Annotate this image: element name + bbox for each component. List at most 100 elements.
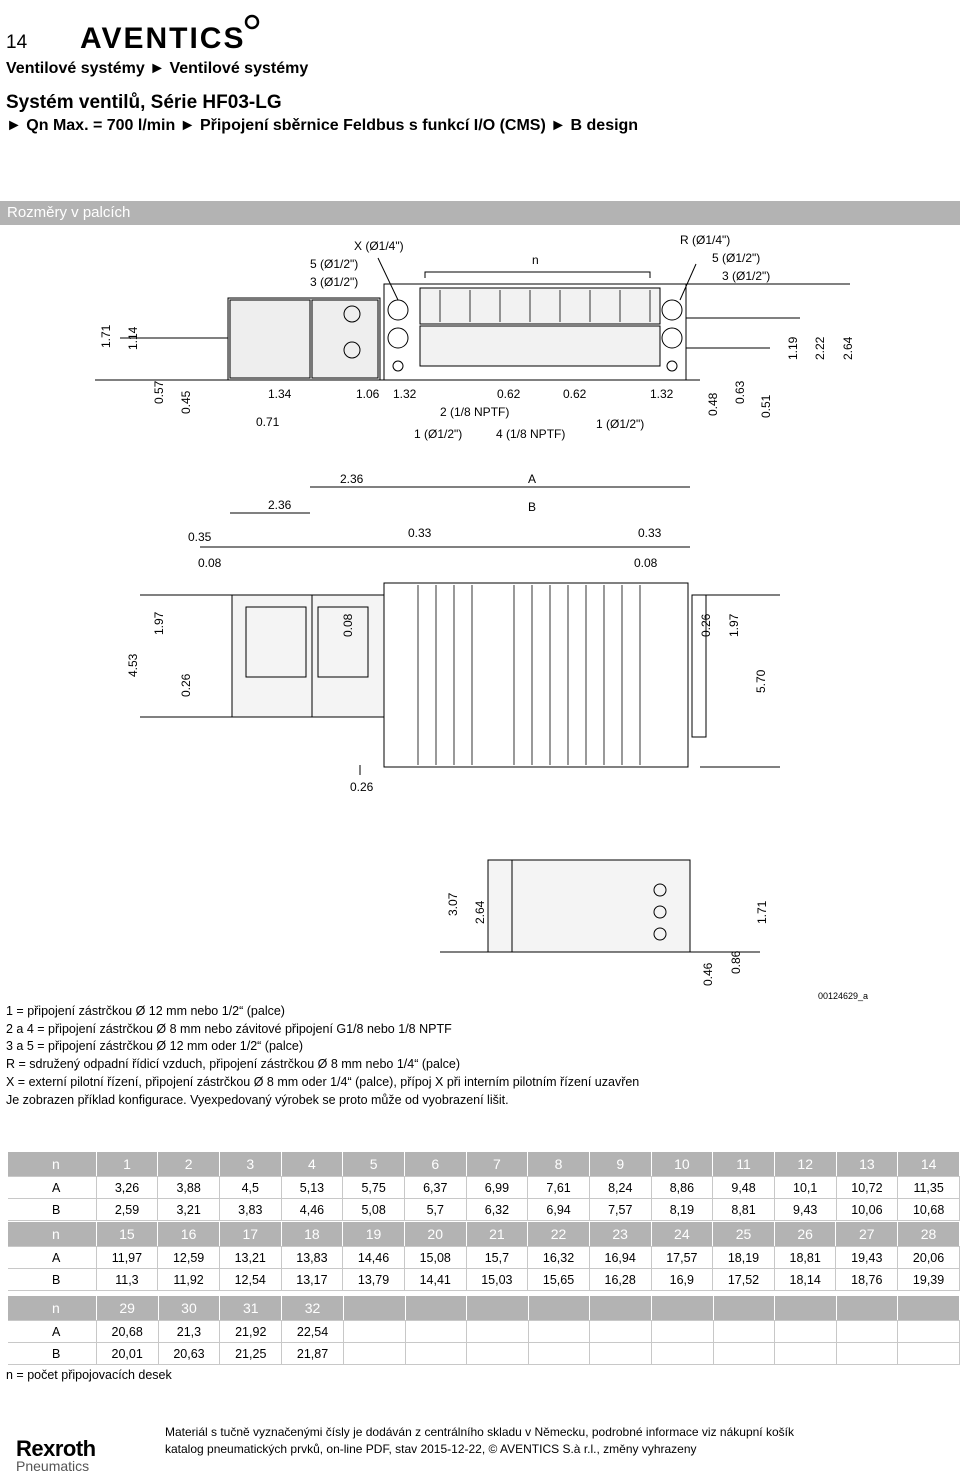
- table-cell: [897, 1296, 960, 1321]
- label-port1-right: 1 (Ø1/2"): [596, 417, 644, 431]
- table-cell: 3,88: [157, 1176, 220, 1199]
- row-header: B: [8, 1198, 97, 1221]
- table-cell: 4: [281, 1152, 344, 1177]
- table-cell: 12,59: [157, 1246, 220, 1269]
- legend: 1 = připojení zástrčkou Ø 12 mm nebo 1/2…: [6, 1003, 639, 1109]
- page-number: 14: [6, 32, 28, 53]
- dim-045: 0.45: [179, 390, 193, 414]
- dim-A: A: [528, 472, 536, 486]
- table-cell: 11: [712, 1152, 775, 1177]
- table-cell: 23: [589, 1222, 652, 1247]
- table-cell: 10,1: [774, 1176, 837, 1199]
- dim-026c: 0.26: [350, 780, 374, 794]
- legend-line: 3 a 5 = připojení zástrčkou Ø 12 mm oder…: [6, 1039, 304, 1054]
- table-cell: 10: [651, 1152, 714, 1177]
- table-cell: 5,7: [404, 1198, 467, 1221]
- dim-171: 1.71: [99, 324, 113, 348]
- table-cell: 31: [219, 1296, 283, 1321]
- dim-057: 0.57: [152, 380, 166, 404]
- table-cell: 8,86: [651, 1176, 714, 1199]
- dim-453: 4.53: [126, 653, 140, 677]
- table-cell: [528, 1320, 591, 1343]
- row-header: n: [8, 1152, 97, 1177]
- table-cell: 22,54: [281, 1320, 344, 1343]
- table-cell: 10,06: [836, 1198, 899, 1221]
- table-cell: [466, 1320, 529, 1343]
- table-cell: 8,24: [589, 1176, 652, 1199]
- dim-063: 0.63: [733, 380, 747, 404]
- table-cell: [713, 1320, 776, 1343]
- table-cell: [528, 1296, 591, 1321]
- table-cell: [405, 1320, 468, 1343]
- table-cell: 17,52: [712, 1268, 775, 1291]
- table-cell: 6,32: [466, 1198, 529, 1221]
- page-title: Systém ventilů, Série HF03-LG: [6, 92, 282, 113]
- table-cell: 9,48: [712, 1176, 775, 1199]
- table-cell: 4,5: [219, 1176, 282, 1199]
- table-cell: 28: [897, 1222, 960, 1247]
- table-cell: 17,57: [651, 1246, 714, 1269]
- table-cell: 18,76: [835, 1268, 899, 1291]
- dim-008c: 0.08: [341, 613, 355, 637]
- front-view-drawing: 2.36 2.36 A B 0.35 0.33 0.33 0.08 0.08 0…: [126, 472, 780, 794]
- table-cell: 11,92: [157, 1268, 220, 1291]
- table-cell: [651, 1296, 714, 1321]
- row-header: A: [8, 1176, 97, 1199]
- table-cell: [589, 1342, 652, 1365]
- dim-236a: 2.36: [340, 472, 364, 486]
- table-cell: [589, 1296, 652, 1321]
- dim-197a: 1.97: [152, 611, 166, 635]
- table-cell: [405, 1342, 468, 1365]
- table-cell: 1: [96, 1152, 159, 1177]
- table-cell: 32: [281, 1296, 344, 1321]
- legend-line: 2 a 4 = připojení zástrčkou Ø 8 mm nebo …: [6, 1021, 452, 1036]
- table-cell: [466, 1342, 529, 1365]
- table-cell: 7,57: [589, 1198, 652, 1221]
- table-cell: 30: [158, 1296, 221, 1321]
- label-port3-left: 3 (Ø1/2"): [310, 275, 358, 289]
- table-cell: 15,65: [527, 1268, 590, 1291]
- table-cell: 6,37: [404, 1176, 467, 1199]
- table-cell: 9: [589, 1152, 652, 1177]
- table-cell: 27: [835, 1222, 899, 1247]
- table-cell: 13,79: [342, 1268, 405, 1291]
- dim-171b: 1.71: [755, 900, 769, 924]
- table-cell: 20: [404, 1222, 467, 1247]
- legend-line: R = sdružený odpadní řídicí vzduch, přip…: [6, 1057, 461, 1072]
- top-view-drawing: X (Ø1/4") 5 (Ø1/2") 3 (Ø1/2") n R (Ø1/4"…: [95, 233, 855, 441]
- table-cell: [774, 1320, 837, 1343]
- table-cell: [836, 1320, 899, 1343]
- table-cell: 2,59: [96, 1198, 159, 1221]
- table-cell: 4,46: [281, 1198, 344, 1221]
- label-port4: 4 (1/8 NPTF): [496, 427, 565, 441]
- table-cell: 18,81: [774, 1246, 837, 1269]
- dim-008a: 0.08: [198, 556, 222, 570]
- table-cell: 20,68: [96, 1320, 159, 1343]
- table-cell: [589, 1320, 652, 1343]
- breadcrumb: Ventilové systémy ► Ventilové systémy: [6, 60, 309, 77]
- table-cell: 10,72: [836, 1176, 899, 1199]
- table-cell: 20,06: [897, 1246, 960, 1269]
- row-header: A: [8, 1246, 97, 1269]
- table-cell: 15,03: [466, 1268, 529, 1291]
- doc-id: 00124629_a: [818, 991, 869, 1001]
- table-cell: 13,21: [219, 1246, 282, 1269]
- table-cell: [836, 1342, 899, 1365]
- section-band-label: Rozměry v palcích: [7, 204, 131, 221]
- dim-114: 1.14: [126, 326, 140, 350]
- table-cell: [774, 1296, 837, 1321]
- table-cell: 12,54: [219, 1268, 282, 1291]
- dim-222: 2.22: [813, 336, 827, 360]
- table-cell: 17: [219, 1222, 282, 1247]
- dim-132a: 1.32: [393, 387, 417, 401]
- table-cell: [343, 1320, 406, 1343]
- table-cell: [897, 1320, 960, 1343]
- rexroth-logo-sub: Pneumatics: [16, 1458, 90, 1474]
- dim-062a: 0.62: [497, 387, 521, 401]
- table-cell: 3,21: [157, 1198, 220, 1221]
